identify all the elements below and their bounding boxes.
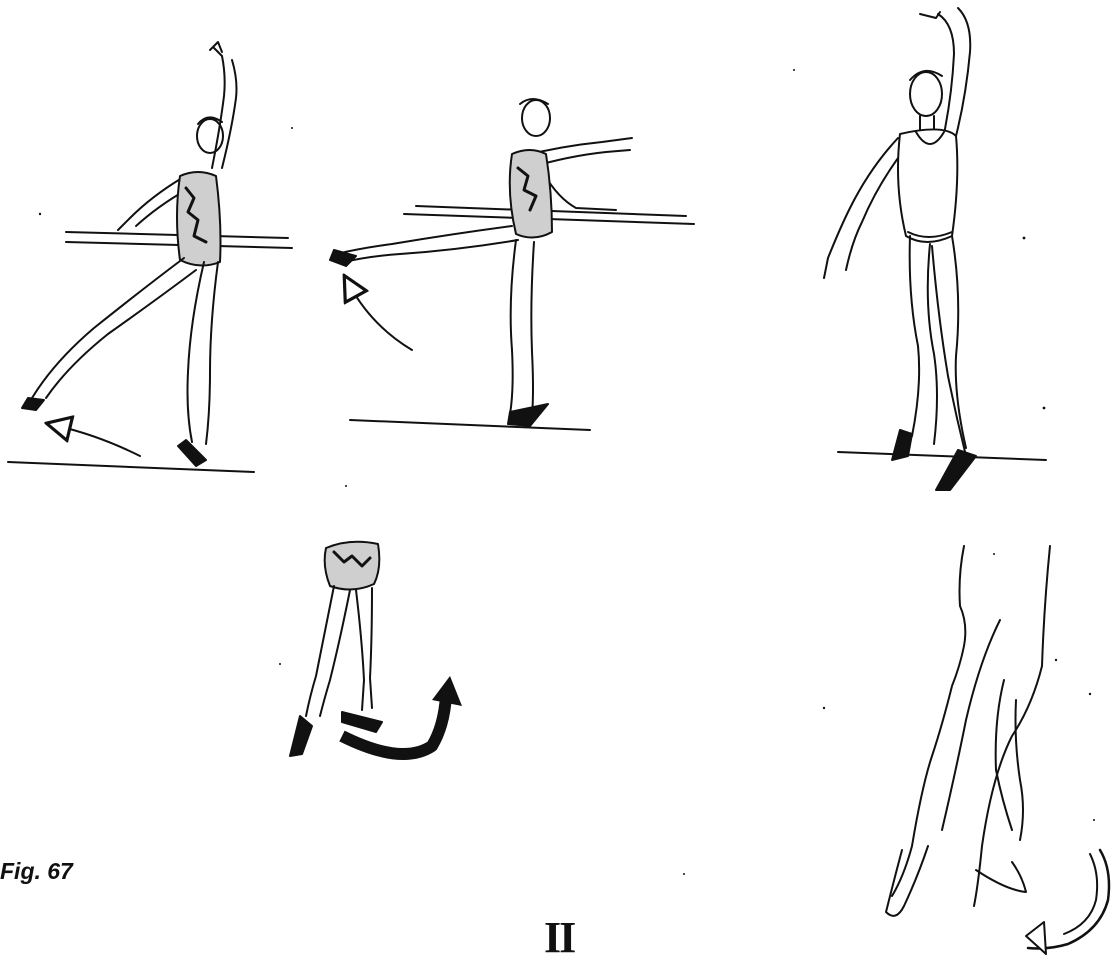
dancer-arabesque-high-icon <box>330 99 694 430</box>
legs-crossed-icon <box>886 546 1109 954</box>
dancer-standing-croise-icon <box>824 8 1046 490</box>
legs-turn-icon <box>290 542 462 756</box>
dancer-arabesque-low-icon <box>8 42 292 472</box>
figure-caption: Fig. 67 <box>0 858 73 885</box>
section-numeral: II <box>544 912 574 963</box>
